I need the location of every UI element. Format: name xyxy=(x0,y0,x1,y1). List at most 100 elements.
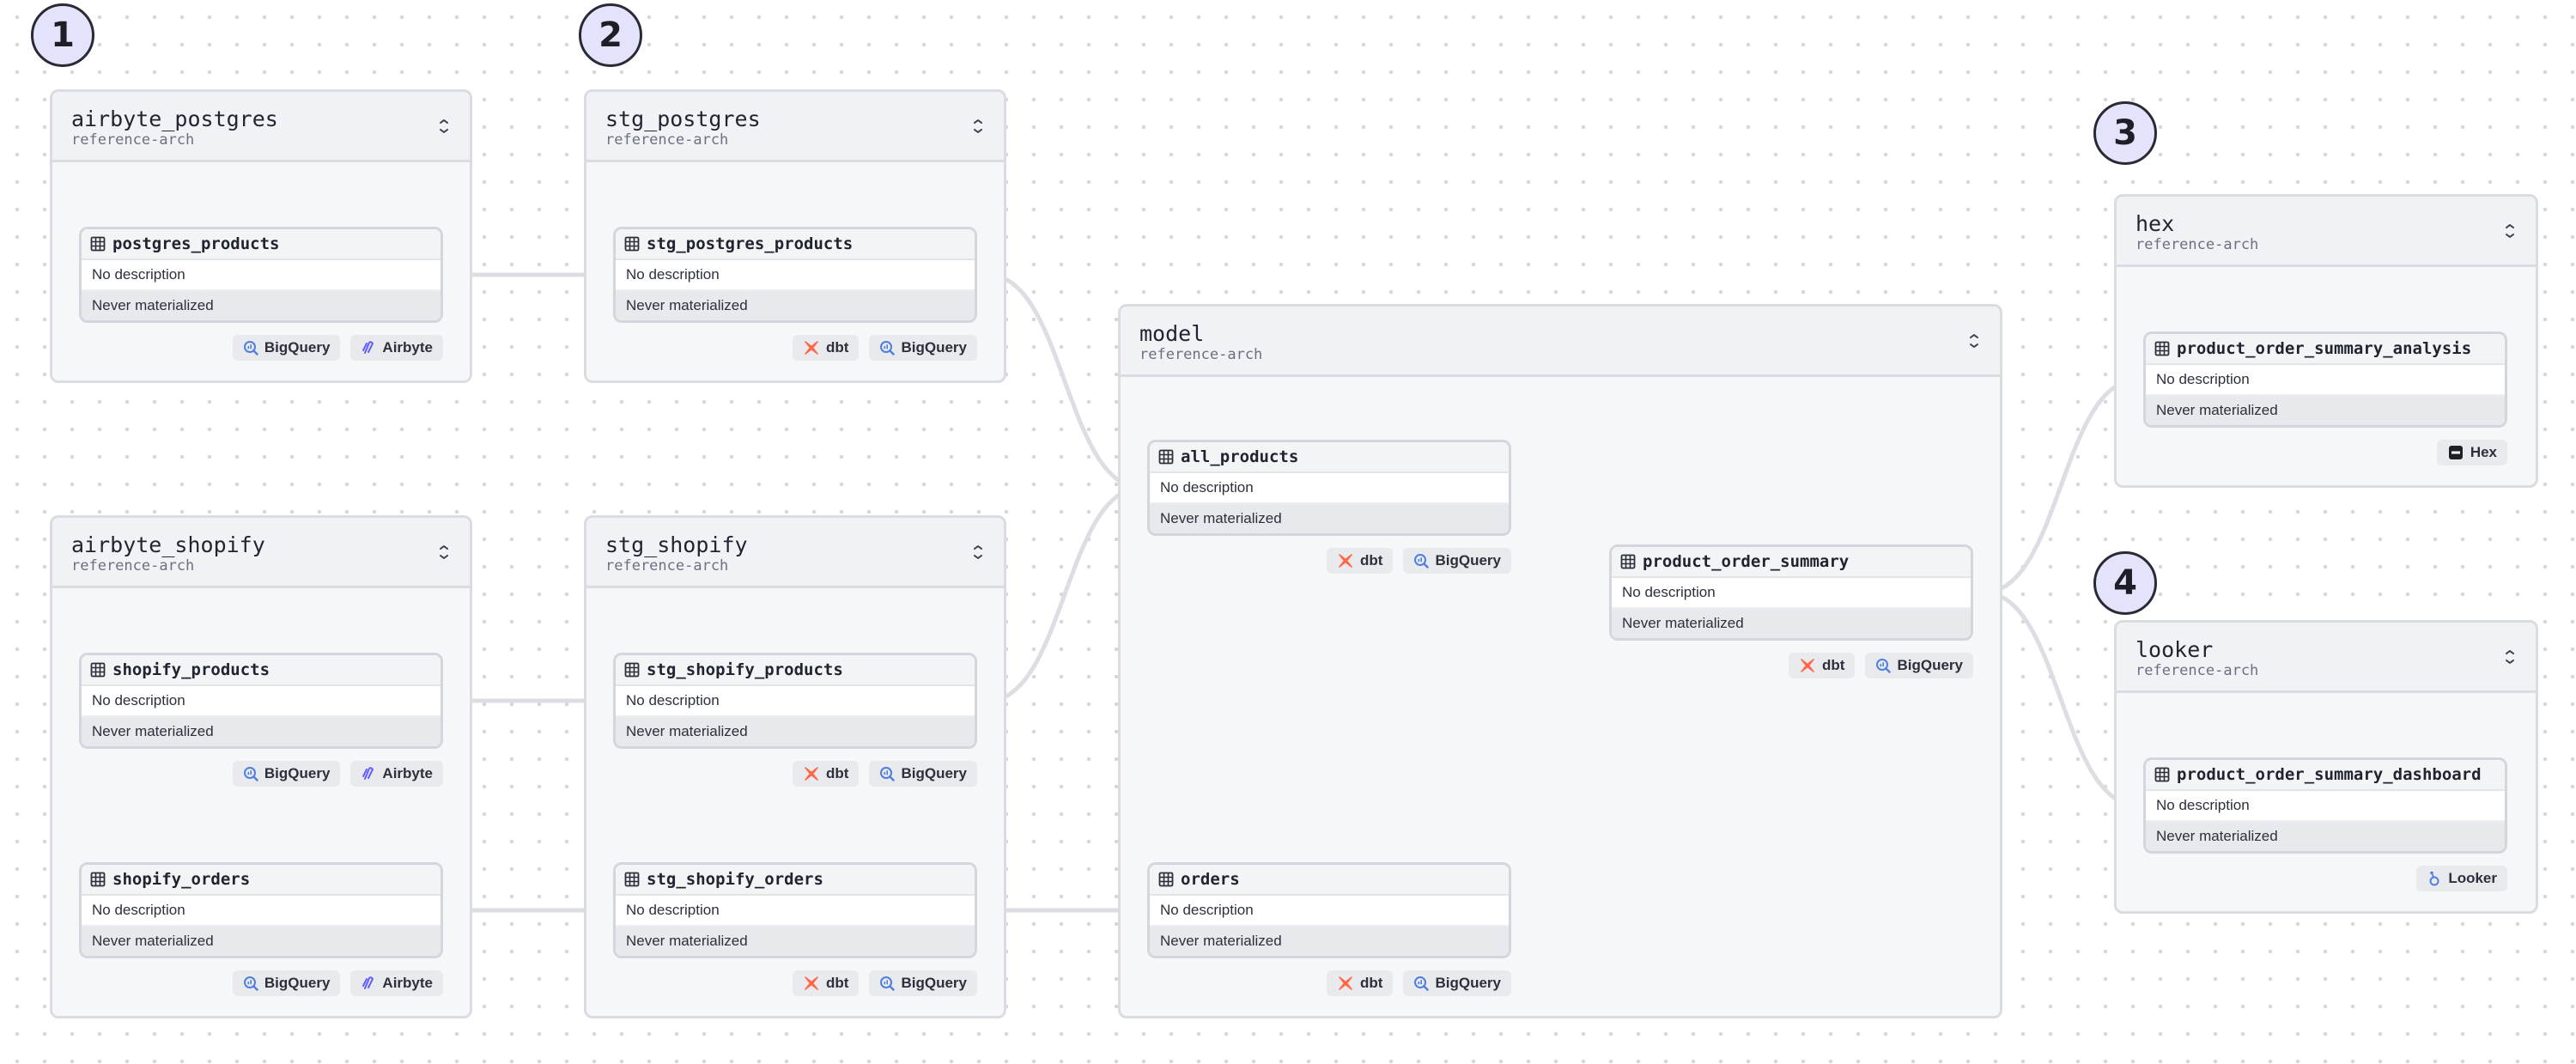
tag-bigquery[interactable]: BigQuery xyxy=(869,761,977,787)
bigquery-icon xyxy=(243,766,258,781)
asset-name: product_order_summary xyxy=(1643,552,1850,571)
bigquery-icon xyxy=(1413,976,1430,991)
tag-label: Airbyte xyxy=(382,339,433,356)
tag-bigquery[interactable]: BigQuery xyxy=(1865,653,1973,678)
step-badge-4: 4 xyxy=(2093,551,2157,615)
tag-hex[interactable]: Hex xyxy=(2436,440,2507,465)
collapse-icon[interactable] xyxy=(434,542,454,562)
asset-name-row: product_order_summary xyxy=(1612,547,1971,578)
tag-bigquery[interactable]: BigQuery xyxy=(869,970,977,996)
tag-label: BigQuery xyxy=(264,975,331,991)
asset-description: No description xyxy=(616,896,975,927)
tag-bigquery[interactable]: BigQuery xyxy=(1403,548,1511,574)
bigquery-icon xyxy=(879,976,896,991)
group-title: stg_postgres xyxy=(605,106,761,131)
tag-bigquery[interactable]: BigQuery xyxy=(869,335,977,361)
tag-bigquery[interactable]: BigQuery xyxy=(232,335,341,361)
tag-label: BigQuery xyxy=(264,339,331,356)
tag-dbt[interactable]: dbt xyxy=(793,761,860,787)
group-title: airbyte_shopify xyxy=(71,532,265,557)
table-icon xyxy=(2154,341,2177,356)
tag-dbt[interactable]: dbt xyxy=(1327,970,1394,996)
asset-tags: Looker xyxy=(2416,866,2507,891)
asset-tags: BigQuery Airbyte xyxy=(232,335,443,361)
table-icon xyxy=(624,236,647,252)
asset-description: No description xyxy=(82,686,440,717)
asset-name: stg_postgres_products xyxy=(647,234,854,253)
asset-tags: dbt BigQuery xyxy=(793,970,977,996)
tag-dbt[interactable]: dbt xyxy=(1789,653,1856,678)
tag-dbt[interactable]: dbt xyxy=(1327,548,1394,574)
asset-materialization-status: Never materialized xyxy=(2146,822,2505,851)
collapse-icon[interactable] xyxy=(2500,221,2520,241)
table-icon xyxy=(1620,554,1643,569)
tag-label: Airbyte xyxy=(382,975,433,991)
bigquery-icon xyxy=(243,976,258,991)
collapse-icon[interactable] xyxy=(1964,331,1984,351)
asset-tags: BigQuery Airbyte xyxy=(232,761,443,787)
asset-description: No description xyxy=(82,896,440,927)
bigquery-icon xyxy=(1875,658,1892,673)
asset-name-row: product_order_summary_analysis xyxy=(2146,334,2505,365)
tag-label: BigQuery xyxy=(264,765,331,781)
bigquery-icon xyxy=(1413,553,1430,568)
table-icon xyxy=(2154,767,2177,782)
asset-name: stg_shopify_orders xyxy=(647,870,823,889)
airbyte-icon xyxy=(361,976,376,991)
airbyte-icon xyxy=(361,340,376,356)
tag-airbyte[interactable]: Airbyte xyxy=(350,970,443,996)
group-subtitle: reference-arch xyxy=(2136,236,2259,253)
asset-description: No description xyxy=(1612,578,1971,609)
tag-label: BigQuery xyxy=(901,765,967,781)
asset-description: No description xyxy=(1150,473,1509,504)
tag-dbt[interactable]: dbt xyxy=(793,335,860,361)
asset-name: all_products xyxy=(1181,447,1299,466)
tag-dbt[interactable]: dbt xyxy=(793,970,860,996)
bigquery-icon xyxy=(879,766,896,781)
step-badge-1: 1 xyxy=(31,3,94,67)
tag-label: BigQuery xyxy=(1435,552,1501,568)
asset-materialization-status: Never materialized xyxy=(82,927,440,956)
tag-bigquery[interactable]: BigQuery xyxy=(232,761,341,787)
dbt-icon xyxy=(803,975,820,992)
collapse-icon[interactable] xyxy=(968,542,988,562)
tag-bigquery[interactable]: BigQuery xyxy=(1403,970,1511,996)
asset-materialization-status: Never materialized xyxy=(82,291,440,320)
tag-label: dbt xyxy=(1360,975,1383,991)
tag-looker[interactable]: Looker xyxy=(2416,866,2507,891)
asset-name: stg_shopify_products xyxy=(647,660,843,679)
asset-materialization-status: Never materialized xyxy=(616,927,975,956)
group-subtitle: reference-arch xyxy=(1139,346,1263,363)
tag-label: dbt xyxy=(826,975,849,991)
collapse-icon[interactable] xyxy=(434,116,454,137)
tag-label: Hex xyxy=(2470,444,2497,460)
asset-materialization-status: Never materialized xyxy=(616,291,975,320)
asset-tags: dbt BigQuery xyxy=(1327,548,1511,574)
tag-label: dbt xyxy=(826,765,849,781)
tag-label: Airbyte xyxy=(382,765,433,781)
tag-airbyte[interactable]: Airbyte xyxy=(350,335,443,361)
collapse-icon[interactable] xyxy=(968,116,988,137)
group-title: stg_shopify xyxy=(605,532,748,557)
asset-materialization-status: Never materialized xyxy=(616,717,975,746)
asset-description: No description xyxy=(2146,791,2505,822)
tag-bigquery[interactable]: BigQuery xyxy=(232,970,341,996)
group-subtitle: reference-arch xyxy=(605,131,729,149)
tag-airbyte[interactable]: Airbyte xyxy=(350,761,443,787)
group-title: model xyxy=(1139,321,1205,346)
group-title: looker xyxy=(2136,637,2214,662)
collapse-icon[interactable] xyxy=(2500,647,2520,667)
